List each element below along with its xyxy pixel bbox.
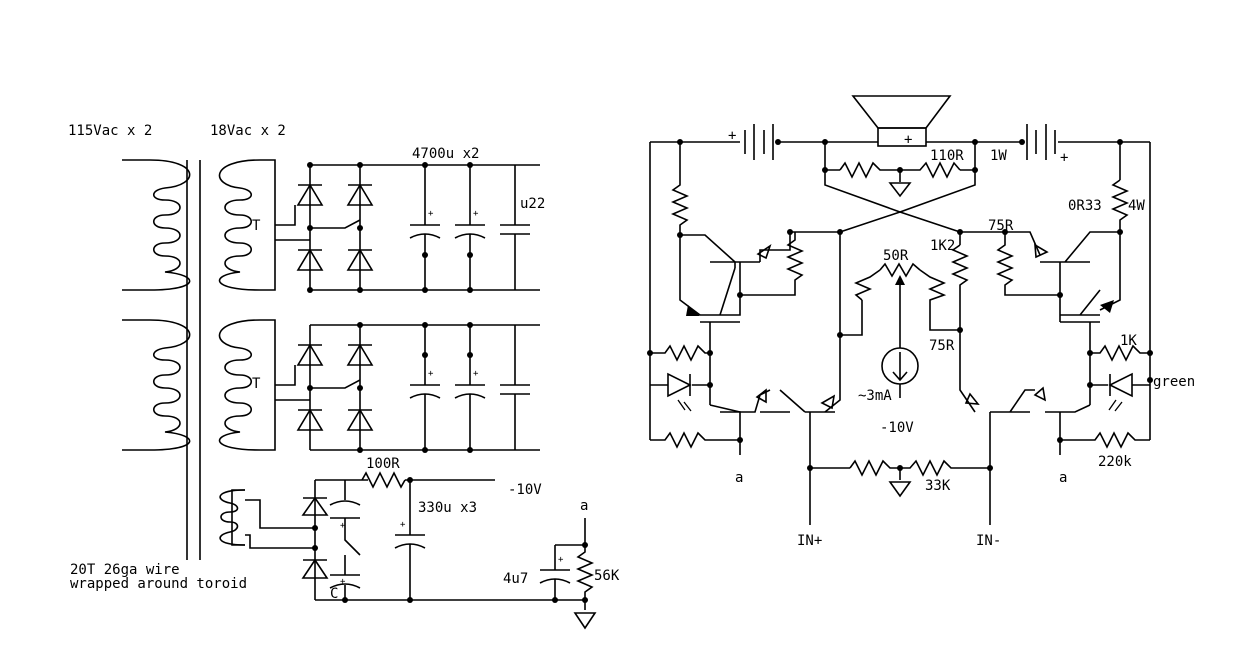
resistor-56k — [575, 545, 595, 610]
resistor-left-mid — [740, 232, 805, 296]
bridge-rectifier-2 — [275, 322, 540, 453]
resistor-led-left — [650, 344, 710, 362]
transformer-1: T — [122, 159, 276, 560]
plus-left: + — [728, 128, 736, 144]
in-plus-label: IN+ — [797, 533, 822, 549]
res-100r-text: 100R — [366, 456, 400, 472]
wire-note-2: wrapped around toroid — [70, 576, 247, 592]
speaker-icon: + — [851, 95, 952, 148]
svg-text:+: + — [428, 209, 434, 219]
secondary-coil-1 — [218, 159, 261, 291]
amp-section: + + + — [647, 95, 1195, 549]
resistor-left-top — [670, 180, 690, 235]
svg-text:+: + — [340, 521, 346, 531]
resistor-50r-top — [879, 262, 921, 278]
negative-supply: + + C 100R -10V 330u x3 + 20T 26ga wire … — [70, 456, 585, 603]
ground-icon — [888, 182, 912, 198]
res-1k2-label: 1K2 — [930, 238, 955, 254]
resistor-1k — [1090, 344, 1150, 362]
node-a-left: a — [735, 470, 743, 486]
tap-label-1: T — [252, 218, 261, 234]
svg-text:+: + — [473, 209, 479, 219]
plus-right: + — [1060, 150, 1068, 166]
ground-icon — [888, 481, 912, 498]
led-icon-left — [667, 372, 692, 398]
res-0r33-label: 0R33 — [1068, 198, 1102, 214]
svg-text:+: + — [473, 369, 479, 379]
res-75r-top-label: 75R — [988, 218, 1014, 234]
resistor-100r — [361, 471, 406, 489]
wire-note-1: 20T 26ga wire — [70, 562, 180, 578]
battery-right: + — [1019, 124, 1068, 166]
cap-bank-label: 4700u x2 — [412, 146, 479, 162]
cap-bank-2: + + — [409, 322, 530, 453]
power-1w-label: 1W — [990, 148, 1007, 164]
cap-c-label: C — [330, 586, 338, 602]
led-icon-right — [1108, 372, 1133, 398]
resistor-50r-right — [919, 269, 960, 331]
ground-icon — [573, 612, 597, 630]
svg-text:+: + — [428, 369, 434, 379]
cap3-label: 330u x3 — [418, 500, 477, 516]
battery-left: + — [728, 124, 781, 160]
node-a-right: a — [1059, 470, 1067, 486]
resistor-33k-left — [849, 459, 900, 477]
node-a-psu: a — [580, 498, 588, 514]
film-cap-label: u22 — [520, 196, 545, 212]
resistor-left-bottom — [650, 431, 740, 449]
psu-section: 115Vac x 2 18Vac x 2 T T — [68, 123, 620, 630]
resistor-75r-top — [995, 232, 1060, 296]
cap-4u7-label: 4u7 — [503, 571, 528, 587]
bias-network: a + 4u7 56K — [503, 498, 620, 630]
res-110r-label: 110R — [930, 148, 964, 164]
in-minus-label: IN- — [976, 533, 1001, 549]
res-220k-label: 220k — [1098, 454, 1132, 470]
resistor-1k2 — [950, 244, 976, 413]
primary-label: 115Vac x 2 — [68, 123, 152, 139]
transformer-2: T — [122, 319, 276, 451]
resistor-33k-right — [900, 459, 990, 477]
speaker-plus: + — [904, 132, 912, 148]
resistor-50r-left — [853, 269, 881, 301]
resistor-110r-right — [900, 161, 961, 179]
cap-bank-1: 4700u x2 + + u22 — [409, 146, 545, 293]
svg-text:+: + — [558, 555, 564, 565]
resistor-220k — [1060, 431, 1150, 449]
res-50r-label: 50R — [883, 248, 909, 264]
resistor-110r-left — [839, 161, 900, 179]
aux-winding — [219, 489, 246, 546]
secondary-label: 18Vac x 2 — [210, 123, 286, 139]
power-4w-label: 4W — [1128, 198, 1145, 214]
neg-rail-label: -10V — [508, 482, 542, 498]
res-1k-label: 1K — [1120, 333, 1137, 349]
res-75r-mid-label: 75R — [929, 338, 955, 354]
neg-supply-label: -10V — [880, 420, 914, 436]
led-label: green — [1153, 374, 1195, 390]
res-33k-label: 33K — [925, 478, 951, 494]
primary-coil-1 — [149, 159, 191, 291]
primary-coil-2 — [149, 319, 191, 451]
tap-label-2: T — [252, 376, 261, 392]
res-56k-label: 56K — [594, 568, 620, 584]
current-source-label: ~3mA — [858, 388, 892, 404]
bridge-rectifier-1 — [275, 162, 540, 293]
svg-text:+: + — [400, 520, 406, 530]
svg-text:+: + — [340, 577, 346, 587]
secondary-coil-2 — [218, 319, 261, 451]
resistor-0r33 — [1110, 179, 1130, 232]
